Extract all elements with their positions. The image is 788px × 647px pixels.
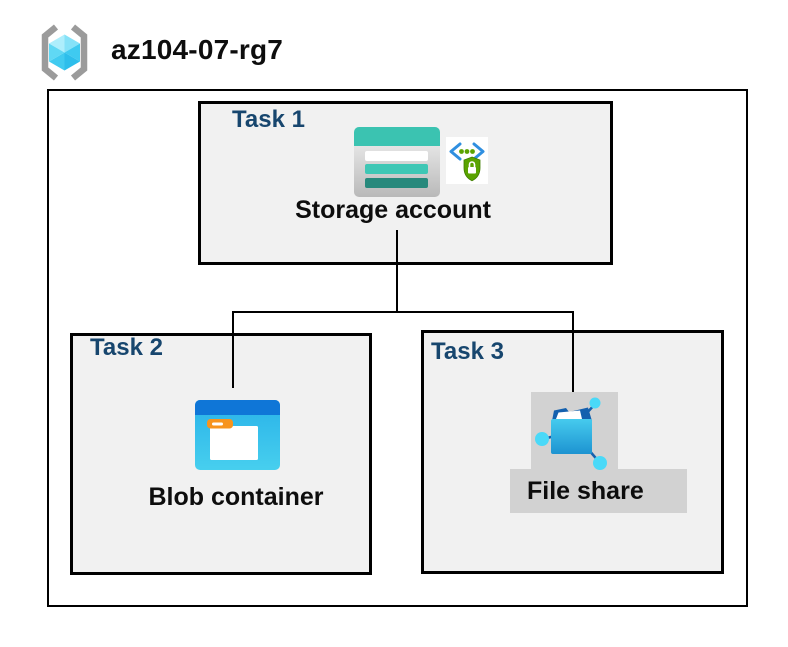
resource-group-icon (41, 24, 88, 81)
blob-container-icon (195, 400, 280, 470)
storage-account-label: Storage account (295, 196, 491, 224)
file-share-label: File share (527, 477, 644, 505)
task2-label: Task 2 (90, 334, 163, 361)
file-share-icon (535, 397, 607, 470)
file-share-icon-background (531, 392, 618, 475)
storage-account-icon (354, 127, 440, 197)
resource-group-name: az104-07-rg7 (111, 34, 284, 65)
secure-access-icon (446, 137, 488, 184)
task3-label: Task 3 (431, 338, 504, 365)
file-share-label-background: File share (510, 469, 687, 513)
blob-container-label: Blob container (148, 483, 324, 511)
task1-label: Task 1 (232, 106, 305, 133)
